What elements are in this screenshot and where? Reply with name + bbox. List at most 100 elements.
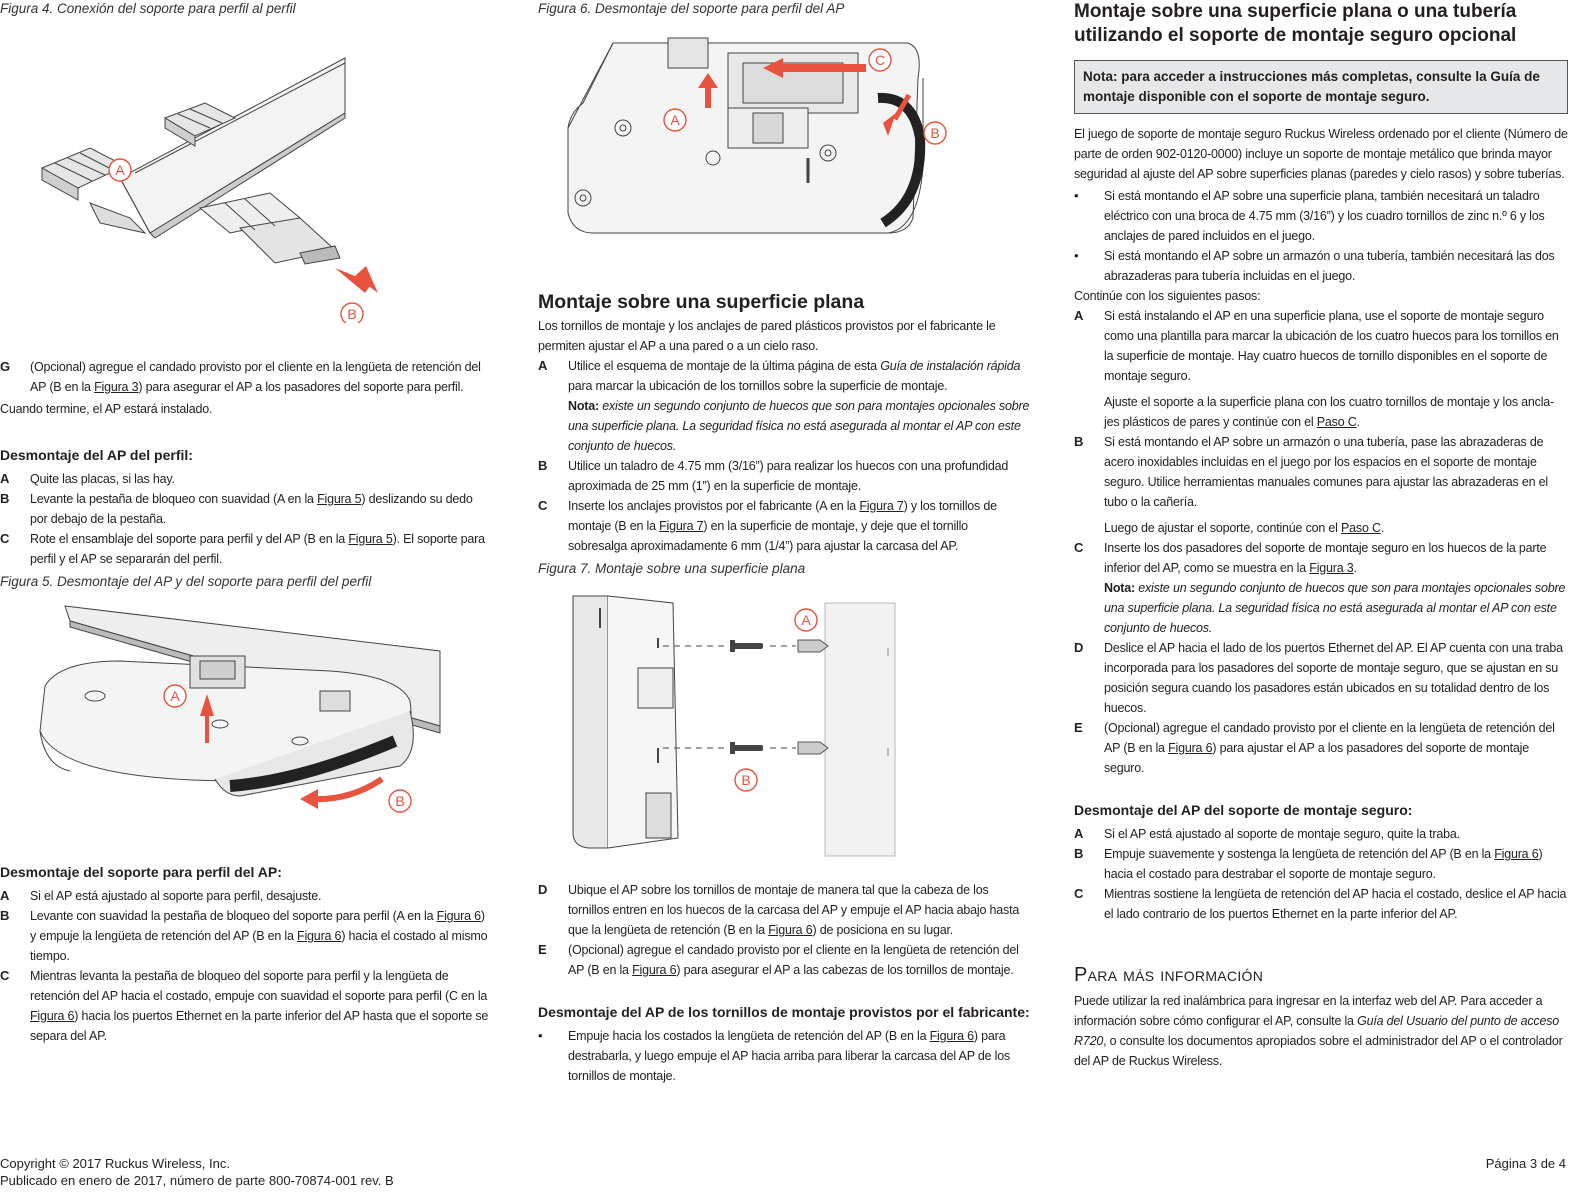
figure-5-label-b: B [395,793,404,809]
step-key: B [0,491,10,506]
figure-4-caption: Figura 4. Conexión del soporte para perf… [0,1,296,16]
column-1: Figura 4. Conexión del soporte para perf… [0,0,492,1046]
link-figura-5[interactable]: Figura 5 [317,492,362,506]
step-text: ). El soporte para perfil y el AP se sep… [30,532,485,566]
link-figura-6[interactable]: Figura 6 [297,929,342,943]
step-key: C [1074,886,1084,901]
step-key: B [1074,846,1084,861]
figure-4: A B [0,18,492,323]
note-label: Nota: [1104,581,1135,595]
heading-removal-secure: Desmontaje del AP del soporte de montaje… [1074,802,1413,818]
flat-step-d: D Ubique el AP sobre los tornillos de mo… [538,880,1030,940]
step-key: A [1074,826,1084,841]
step-text: Ubique el AP sobre los tornillos de mont… [568,883,1020,937]
figure-4-illustration: A B [40,57,378,323]
removal-step-c: C Rote el ensamblaje del soporte para pe… [0,529,492,569]
flat-step-b: B Utilice un taladro de 4.75 mm (3/16”) … [538,456,1030,496]
note-text: existe un segundo conjunto de huecos que… [1104,581,1566,635]
step-text: Si está montando el AP sobre un armazón … [1104,249,1555,283]
step-key: D [538,882,548,897]
step-text: ) para ajustar el AP a los pasadores del… [1104,741,1529,775]
step-key: A [538,358,548,373]
figure-4-label-a: A [115,162,125,178]
heading-more-info: Para más información [1074,964,1264,986]
step-text: Inserte los anclajes provistos por el fa… [568,499,860,513]
link-paso-c[interactable]: Paso C [1316,415,1357,429]
more-info-part: Puede utilizar la red inalámbrica para i… [1074,994,1543,1028]
heading-removal-screws: Desmontaje del AP de los tornillos de mo… [538,1004,1030,1020]
note-label: Nota: [568,399,599,413]
heading-removal-ap: Desmontaje del AP del perfil: [0,447,193,463]
publication-info: Publicado en enero de 2017, número de pa… [0,1173,394,1188]
step-text: ) hacia el costado para destrabar el sop… [1104,847,1543,881]
link-figura-6[interactable]: Figura 6 [929,1029,974,1043]
continue-text: Continúe con los siguientes pasos: [1074,289,1261,303]
link-figura-6[interactable]: Figura 6 [30,1009,75,1023]
link-figura-3[interactable]: Figura 3 [1309,561,1354,575]
bullet-icon: • [1074,188,1079,203]
bullet-icon: • [538,1028,543,1043]
secure-step-c: C Inserte los dos pasadores del soporte … [1074,538,1568,638]
link-figura-7[interactable]: Figura 7 [859,499,904,513]
note-box: Nota: para acceder a instrucciones más c… [1074,60,1568,114]
step-text: Deslice el AP hacia el lado de los puert… [1104,641,1563,715]
removal-step-a: A Quite las placas, si las hay. [0,469,492,489]
secure-step-b: B Si está montando el AP sobre un armazó… [1074,432,1568,538]
step-key: C [0,968,10,983]
bullet-item: • Empuje hacia los costados la lengüeta … [538,1026,1030,1086]
step-text: Utilice un taladro de 4.75 mm (3/16”) pa… [568,459,1009,493]
figure-7: A B [538,578,1030,878]
figure-7-label-a: A [801,612,811,628]
removal-secure-step-c: C Mientras sostiene la lengüeta de reten… [1074,884,1568,924]
copyright: Copyright © 2017 Ruckus Wireless, Inc. [0,1156,230,1171]
step-text: Si está montando el AP sobre una superfi… [1104,189,1545,243]
step-text: ) hacia el costado al mismo tiempo. [30,929,488,963]
heading-secure-mount: Montaje sobre una superficie plana o una… [1074,1,1517,46]
secure-intro: El juego de soporte de montaje seguro Ru… [1074,127,1568,181]
link-figura-7[interactable]: Figura 7 [659,519,704,533]
figure-6: A B C [538,18,1030,290]
bullet-item: • Si está montando el AP sobre un armazó… [1074,246,1568,286]
step-text: Ajuste el soporte a la superficie plana … [1104,395,1555,429]
link-figura-6[interactable]: Figura 6 [768,923,813,937]
bracket-step-c: C Mientras levanta la pestaña de bloqueo… [0,966,492,1046]
note-text: existe un segundo conjunto de huecos que… [568,399,1030,453]
bracket-step-a: A Si el AP está ajustado al soporte para… [0,886,492,906]
figure-7-illustration: A B [572,595,896,857]
removal-secure-step-a: A Si el AP está ajustado al soporte de m… [1074,824,1568,844]
secure-step-e: E (Opcional) agregue el candado provisto… [1074,718,1568,778]
figure-5-illustration: A B [39,605,441,813]
column-2: Figura 6. Desmontaje del soporte para pe… [538,0,1030,1086]
step-key: A [0,471,10,486]
link-figura-5[interactable]: Figura 5 [348,532,393,546]
step-key: D [1074,640,1084,655]
step-g: G (Opcional) agregue el candado provisto… [0,357,492,397]
link-figura-6[interactable]: Figura 6 [632,963,677,977]
step-text: Levante con suavidad la pestaña de bloqu… [30,909,437,923]
step-text: ) y empuje la lengüeta de retención del … [30,909,485,943]
flat-step-e: E (Opcional) agregue el candado provisto… [538,940,1030,980]
step-text: (Opcional) agregue el candado provisto p… [30,360,481,394]
step-text: ) deslizando su dedo por debajo de la pe… [30,492,473,526]
step-key: A [1074,308,1084,323]
done-text: Cuando termine, el AP estará instalado. [0,402,213,416]
link-figura-6[interactable]: Figura 6 [1168,741,1213,755]
figure-6-label-a: A [670,112,680,128]
link-figura-6[interactable]: Figura 6 [1494,847,1539,861]
step-text: . [1380,521,1385,535]
link-paso-c[interactable]: Paso C [1341,521,1381,535]
step-text: . [1353,561,1358,575]
step-text: (Opcional) agregue el candado provisto p… [1104,721,1555,755]
guide-title: Guía de instalación rápida [880,359,1021,373]
step-text: Si el AP está ajustado al soporte de mon… [1104,827,1460,841]
step-text: Levante la pestaña de bloqueo con suavid… [30,492,318,506]
bracket-step-b: B Levante con suavidad la pestaña de blo… [0,906,492,966]
more-info-part: , o consulte los documentos apropiados s… [1074,1034,1563,1068]
figure-7-label-b: B [741,772,750,788]
link-figura-3[interactable]: Figura 3 [94,380,139,394]
link-figura-6[interactable]: Figura 6 [436,909,481,923]
secure-step-d: D Deslice el AP hacia el lado de los pue… [1074,638,1568,718]
column-3: Montaje sobre una superficie plana o una… [1074,0,1568,1071]
secure-step-a: A Si está instalando el AP en una superf… [1074,306,1568,432]
flat-step-a: A Utilice el esquema de montaje de la úl… [538,356,1030,456]
